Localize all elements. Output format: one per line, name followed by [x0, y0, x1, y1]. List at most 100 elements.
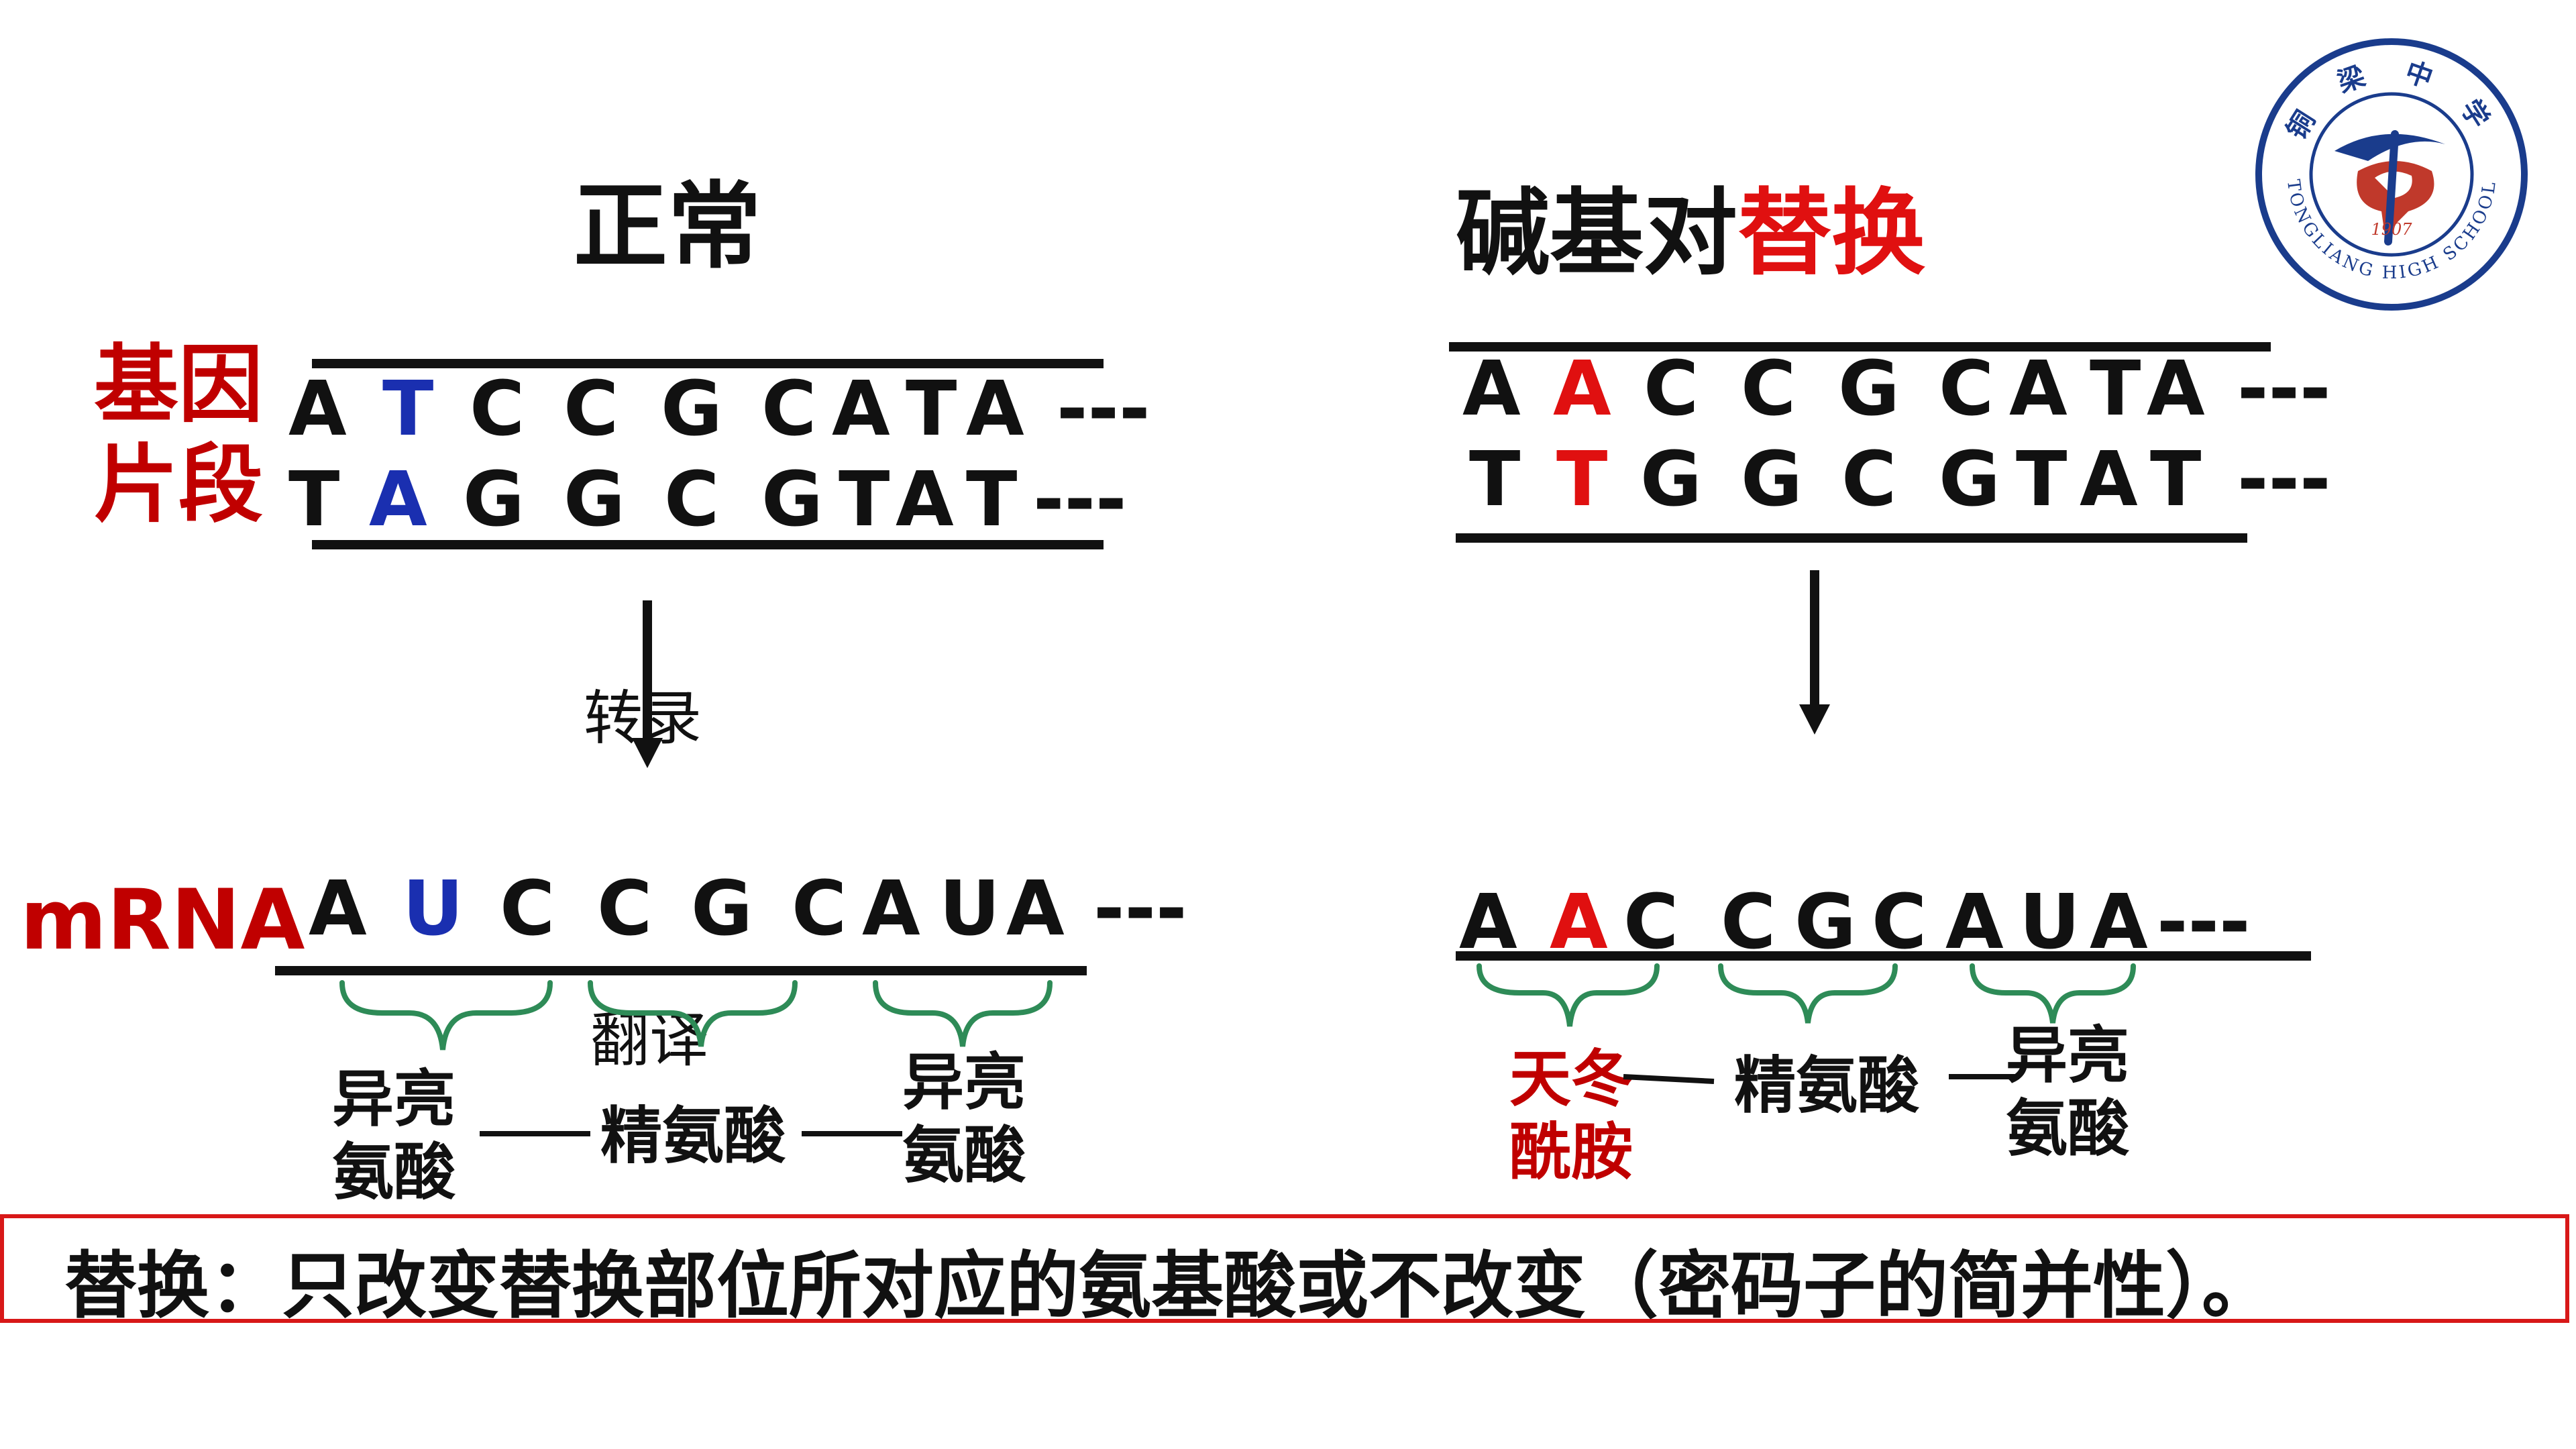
logo-emblem [2334, 130, 2445, 246]
normal-mrna-base: C [500, 865, 555, 953]
sub-bottom-base: G [1939, 436, 2000, 523]
sub-top-base: G [1838, 345, 1900, 433]
peptide-bond-line [1623, 1074, 1715, 1084]
normal-bottom-base: A [896, 456, 954, 543]
normal-bottom-base: G [463, 456, 525, 543]
normal-bottom-base: G [761, 456, 823, 543]
sub-top-base-mutation-site: A [1553, 345, 1611, 433]
normal-mrna-base: C [597, 865, 653, 953]
sub-mrna-rule [1456, 951, 2311, 961]
amino-acid-line: 异亮 [2006, 1020, 2130, 1091]
amino-acid-line: 精氨酸 [1734, 1050, 1920, 1122]
normal-mrna-base: U [939, 865, 1000, 953]
mrna-label: mRNA [20, 872, 305, 969]
normal-mrna-tail: --- [1093, 865, 1187, 953]
substitution-title-black: 碱基对 [1456, 179, 1738, 288]
transcription-arrow [632, 600, 663, 768]
normal-title: 正常 [574, 172, 762, 282]
sub-amino-acid-1: 天冬 酰胺 [1509, 1043, 1633, 1189]
summary-text: 替换：只改变替换部位所对应的氨基酸或不改变（密码子的简并性）。 [64, 1244, 2275, 1328]
sub-bottom-base: T [2150, 436, 2202, 523]
normal-mrna-base: A [309, 865, 367, 953]
normal-top-base: C [564, 366, 619, 453]
gene-label-line1: 基因 [94, 335, 263, 434]
summary-box: 替换：只改变替换部位所对应的氨基酸或不改变（密码子的简并性）。 [0, 1214, 2569, 1328]
sub-bottom-base: G [1741, 436, 1803, 523]
codon-brace [1477, 963, 1660, 1027]
normal-top-strand: A T C C G C A T A --- [0, 366, 1208, 453]
normal-mrna-base: A [1006, 865, 1065, 953]
amino-acid-line: 精氨酸 [600, 1100, 786, 1172]
gene-label-line2: 片段 [94, 435, 263, 534]
sub-bottom-base: G [1640, 436, 1702, 523]
sub-top-base: C [1939, 345, 1994, 433]
normal-mrna-base: A [862, 865, 920, 953]
sub-amino-acid-2: 精氨酸 [1734, 1050, 1919, 1123]
normal-top-base: A [832, 366, 890, 453]
sub-top-base: T [2090, 345, 2141, 433]
substitution-title: 碱基对替换 [1456, 158, 1925, 293]
normal-bottom-base: G [564, 456, 625, 543]
sub-top-base: C [1644, 345, 1699, 433]
sub-top-base: C [1741, 345, 1796, 433]
codon-brace [873, 980, 1053, 1047]
normal-mrna-base: C [792, 865, 847, 953]
normal-top-base: A [966, 366, 1024, 453]
normal-bottom-rule [312, 540, 1104, 549]
normal-bottom-base: T [966, 456, 1018, 543]
school-logo: 铜 梁 中 学 TONGLIANG HIGH SCHOOL 1907 [2255, 38, 2528, 311]
normal-top-base: G [661, 366, 722, 453]
amino-acid-line: 氨酸 [902, 1119, 1026, 1191]
codon-brace [1718, 963, 1898, 1024]
sub-bottom-rule [1456, 533, 2247, 543]
sub-top-rule [1449, 342, 2271, 352]
sub-bottom-base: A [2080, 436, 2138, 523]
normal-amino-acid-1: 异亮 氨酸 [332, 1063, 455, 1209]
sub-bottom-base-mutation-site: T [1556, 436, 1608, 523]
amino-acid-line: 酰胺 [1509, 1116, 1633, 1188]
normal-bottom-base-mutation-site: A [369, 456, 427, 543]
normal-top-rule [312, 359, 1104, 368]
normal-mrna-base: G [691, 865, 753, 953]
amino-acid-line: 氨酸 [332, 1136, 456, 1208]
amino-acid-line: 氨酸 [2006, 1092, 2130, 1165]
amino-acid-line: 异亮 [902, 1046, 1026, 1118]
normal-amino-acid-2: 精氨酸 [600, 1100, 786, 1173]
sub-top-base: A [1462, 345, 1521, 433]
normal-bottom-base: C [664, 456, 720, 543]
substitution-title-red: 替换 [1737, 179, 1926, 288]
sub-bottom-tail: --- [2237, 436, 2331, 523]
sub-top-base: A [2009, 345, 2068, 433]
sub-bottom-base: T [2016, 436, 2068, 523]
codon-brace [339, 980, 553, 1051]
substitution-arrow [1799, 570, 1830, 735]
normal-top-base: T [906, 366, 957, 453]
sub-amino-acid-3: 异亮 氨酸 [2006, 1020, 2129, 1165]
logo-year: 1907 [2371, 220, 2412, 239]
normal-mrna-strand: A U C C G C A U A --- [0, 865, 1208, 953]
sub-top-base: A [2147, 345, 2205, 433]
normal-mrna-base-mutation-site: U [402, 865, 464, 953]
normal-bottom-base: T [839, 456, 890, 543]
normal-bottom-base: T [288, 456, 340, 543]
amino-acid-line: 异亮 [332, 1063, 456, 1135]
amino-acid-line: 天冬 [1509, 1043, 1633, 1115]
sub-top-strand: A A C C G C A T A --- [0, 345, 2576, 433]
normal-top-base-mutation-site: T [382, 366, 434, 453]
gene-segment-label: 基因 片段 [94, 335, 263, 535]
normal-top-base: C [761, 366, 817, 453]
sub-bottom-base: C [1841, 436, 1897, 523]
normal-top-tail: --- [1057, 366, 1150, 453]
normal-amino-acid-3: 异亮 氨酸 [902, 1046, 1026, 1192]
sub-bottom-strand: T T G G C G T A T --- [0, 436, 2576, 523]
normal-top-base: C [470, 366, 525, 453]
normal-mrna-rule [275, 966, 1087, 975]
sub-bottom-base: T [1469, 436, 1521, 523]
sub-top-tail: --- [2237, 345, 2331, 433]
normal-top-base: A [288, 366, 347, 453]
normal-bottom-tail: --- [1033, 456, 1127, 543]
normal-bottom-strand: T A G G C G T A T --- [0, 456, 1208, 543]
codon-brace [588, 980, 798, 1047]
codon-brace [1970, 963, 2136, 1024]
